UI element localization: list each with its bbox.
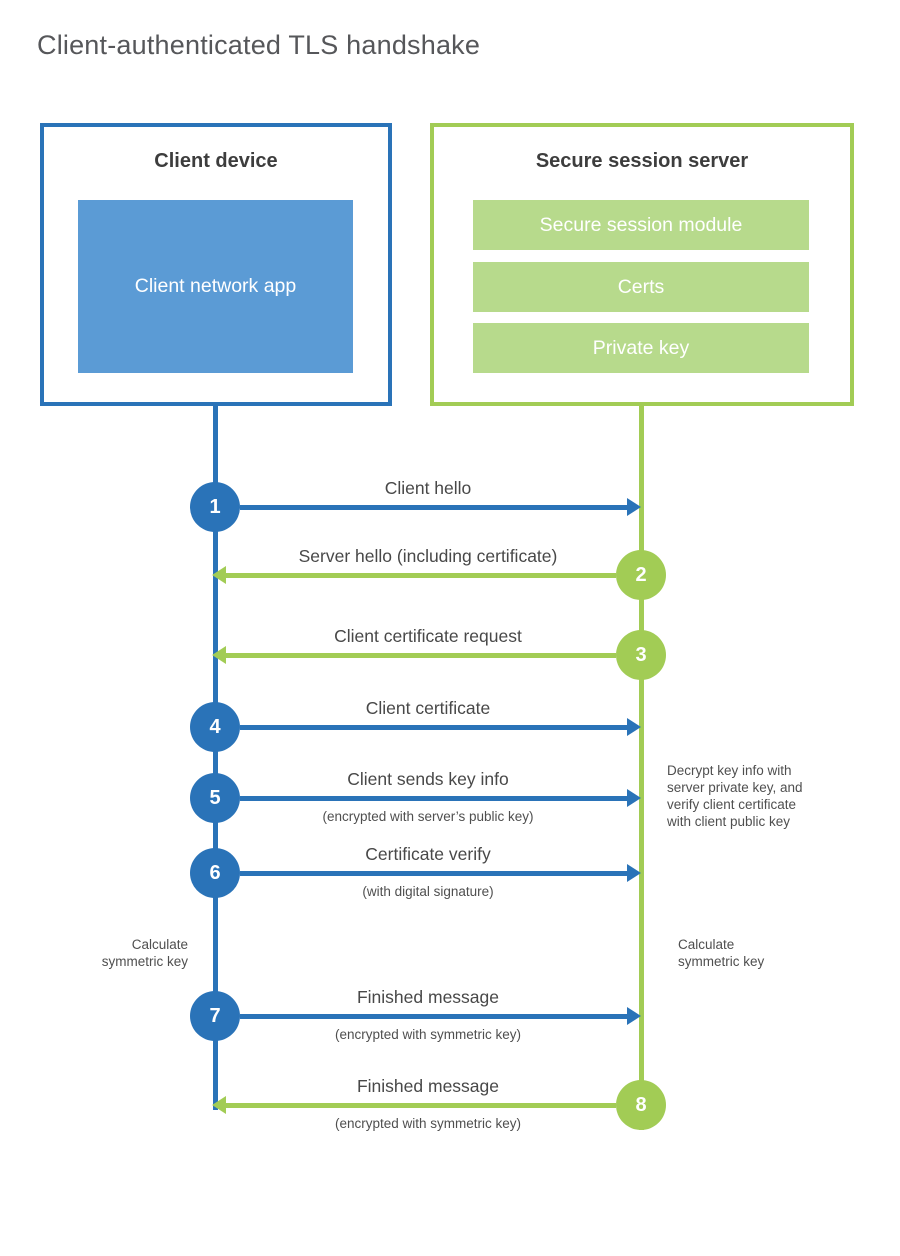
step-8-label: Finished message [356,1076,500,1096]
calculate-symmetric-key-server-note: Calculate symmetric key [678,937,765,969]
server-lifeline [639,402,644,1130]
step-6-arrowhead-right-icon [627,864,641,882]
step-6-arrow-shaft [240,871,627,876]
step-8-sublabel: (encrypted with symmetric key) [334,1116,522,1131]
step-4-label: Client certificate [365,698,491,718]
page-title: Client-authenticated TLS handshake [37,30,481,60]
client-device-title: Client device [154,150,278,172]
step-7-sublabel: (encrypted with symmetric key) [334,1027,522,1042]
client-device-box: Client device Client network app [40,123,392,406]
secure-session-server-title: Secure session server [535,150,749,172]
client-lifeline [213,402,218,1110]
step-1-circle: 1 [190,482,240,532]
calculate-symmetric-key-client-note: Calculate symmetric key [101,937,188,969]
step-7-circle: 7 [190,991,240,1041]
step-4-circle: 4 [190,702,240,752]
step-6-sublabel: (with digital signature) [362,884,494,899]
client-network-app-box: Client network app [78,200,353,373]
step-4-arrow-shaft [240,725,627,730]
step-1-arrow-shaft [240,505,627,510]
step-7-label: Finished message [356,987,500,1007]
step-6-label: Certificate verify [365,844,491,864]
step-3-label: Client certificate request [334,626,522,646]
step-4-arrowhead-right-icon [627,718,641,736]
step-7-arrowhead-right-icon [627,1007,641,1025]
server-module-certs: Certs [473,262,809,312]
decrypt-key-note: Decrypt key info with server private key… [667,763,803,829]
step-6-circle: 6 [190,848,240,898]
step-5-sublabel: (encrypted with server’s public key) [322,809,534,824]
step-5-arrow-shaft [240,796,627,801]
step-1-arrowhead-right-icon [627,498,641,516]
step-1-label: Client hello [384,478,472,498]
step-2-label: Server hello (including certificate) [298,546,558,566]
secure-session-server-box: Secure session server Secure session mod… [430,123,854,406]
client-network-app-label: Client network app [134,274,297,297]
step-8-arrowhead-left-icon [212,1096,226,1114]
step-2-circle: 2 [616,550,666,600]
step-3-arrow-shaft [226,653,616,658]
step-3-circle: 3 [616,630,666,680]
step-2-arrow-shaft [226,573,616,578]
step-3-arrowhead-left-icon [212,646,226,664]
step-5-circle: 5 [190,773,240,823]
server-module-secure-session: Secure session module [473,200,809,250]
step-2-arrowhead-left-icon [212,566,226,584]
step-7-arrow-shaft [240,1014,627,1019]
step-5-arrowhead-right-icon [627,789,641,807]
step-8-arrow-shaft [226,1103,616,1108]
step-8-circle: 8 [616,1080,666,1130]
server-module-private-key: Private key [473,323,809,373]
step-5-label: Client sends key info [347,769,509,789]
